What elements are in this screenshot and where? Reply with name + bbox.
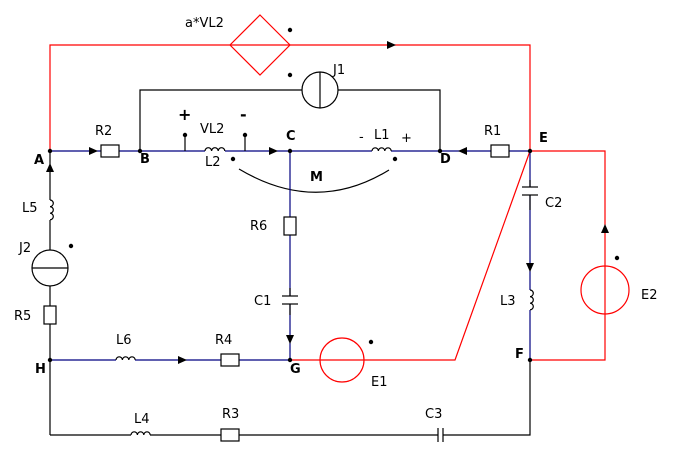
- node-b-label: B: [140, 152, 150, 167]
- branch-h-g: L6 R4: [50, 333, 290, 367]
- r2-label: R2: [95, 124, 112, 139]
- l6-label: L6: [116, 333, 132, 348]
- branch-bottom: L4 R3 C3: [50, 360, 531, 442]
- inductor-l1: - L1 +: [359, 128, 412, 162]
- l3-label: L3: [500, 294, 516, 309]
- dependent-source: a*VL2: [185, 14, 293, 76]
- source-e2: E2: [580, 255, 658, 315]
- r3-label: R3: [222, 407, 239, 422]
- m-label: M: [310, 170, 323, 185]
- node-c-label: C: [286, 129, 296, 144]
- vl2-label: VL2: [200, 122, 224, 137]
- current-source-j1: J1: [287, 63, 345, 109]
- polarity-dot: [614, 255, 620, 261]
- node-f-label: F: [515, 347, 524, 362]
- vl2-plus-sign: +: [178, 105, 191, 124]
- l1-label: L1: [374, 128, 390, 143]
- j2-label: J2: [18, 241, 31, 256]
- node-h: H: [35, 357, 53, 377]
- arrow-dependent-source: [387, 41, 396, 49]
- node-c: C: [286, 129, 296, 154]
- mutual-coupling: M: [238, 168, 390, 193]
- branch-j1: [139, 89, 441, 151]
- polarity-dot: [392, 156, 398, 162]
- branch-middle: R6 C1: [250, 151, 298, 360]
- node-d: D: [437, 148, 451, 167]
- l2-label: L2: [205, 155, 221, 170]
- inductor-l2: + - VL2 L2: [178, 105, 278, 170]
- r5-label: R5: [14, 309, 31, 324]
- polarity-dot: [368, 339, 374, 345]
- c2-label: C2: [545, 196, 562, 211]
- red-branch-dependent-source: [49, 41, 531, 151]
- polarity-dot: [230, 156, 236, 162]
- red-branch-e2: [530, 150, 609, 361]
- l5-label: L5: [22, 201, 38, 216]
- arrow-h-g: [178, 356, 187, 364]
- l1-plus-sign: +: [401, 131, 412, 146]
- arrow-middle: [286, 335, 294, 344]
- resistor-r4: [220, 353, 240, 367]
- red-branch-e1: [290, 150, 531, 361]
- l4-label: L4: [134, 412, 150, 427]
- branch-right: C2 L3: [500, 151, 562, 360]
- e1-label: E1: [371, 375, 388, 390]
- node-g: G: [287, 357, 301, 377]
- c3-label: C3: [425, 407, 442, 422]
- resistor-r5: [43, 305, 57, 325]
- vl2-minus-sign: -: [240, 105, 247, 124]
- node-g-label: G: [290, 362, 301, 377]
- node-d-label: D: [440, 152, 451, 167]
- inductor-l6: [115, 356, 136, 361]
- nodes: A B C D E F G H: [34, 129, 548, 377]
- inductor-l3: [529, 289, 534, 311]
- r6-label: R6: [250, 219, 267, 234]
- r1-label: R1: [484, 124, 501, 139]
- node-h-label: H: [35, 362, 46, 377]
- polarity-dot: [68, 243, 74, 249]
- resistor-r3: [220, 428, 240, 442]
- node-a: A: [34, 148, 53, 168]
- e2-label: E2: [641, 288, 658, 303]
- branch-left: L5 J2 R5: [14, 151, 74, 435]
- node-b: B: [137, 148, 150, 167]
- arrow-r2: [89, 147, 98, 155]
- node-f: F: [515, 347, 533, 363]
- r4-label: R4: [215, 333, 232, 348]
- l1-minus-sign: -: [359, 130, 364, 145]
- resistor-r1: R1: [458, 124, 510, 158]
- arrow-r1: [458, 147, 467, 155]
- resistor-r6: [283, 216, 297, 236]
- resistor-r2: R2: [89, 124, 120, 158]
- inductor-l4: [130, 431, 151, 436]
- c1-label: C1: [254, 294, 271, 309]
- arrow-e2: [601, 224, 609, 233]
- node-a-label: A: [34, 153, 44, 168]
- arrow-right: [526, 263, 534, 272]
- node-e-label: E: [539, 131, 548, 146]
- polarity-dot: [287, 72, 293, 78]
- arrow-l2: [269, 147, 278, 155]
- arrow-left: [46, 163, 54, 172]
- dependent-source-label: a*VL2: [185, 16, 224, 31]
- source-e1: E1: [319, 337, 388, 390]
- node-e: E: [527, 131, 548, 154]
- polarity-dot: [287, 27, 293, 33]
- j1-label: J1: [332, 63, 345, 78]
